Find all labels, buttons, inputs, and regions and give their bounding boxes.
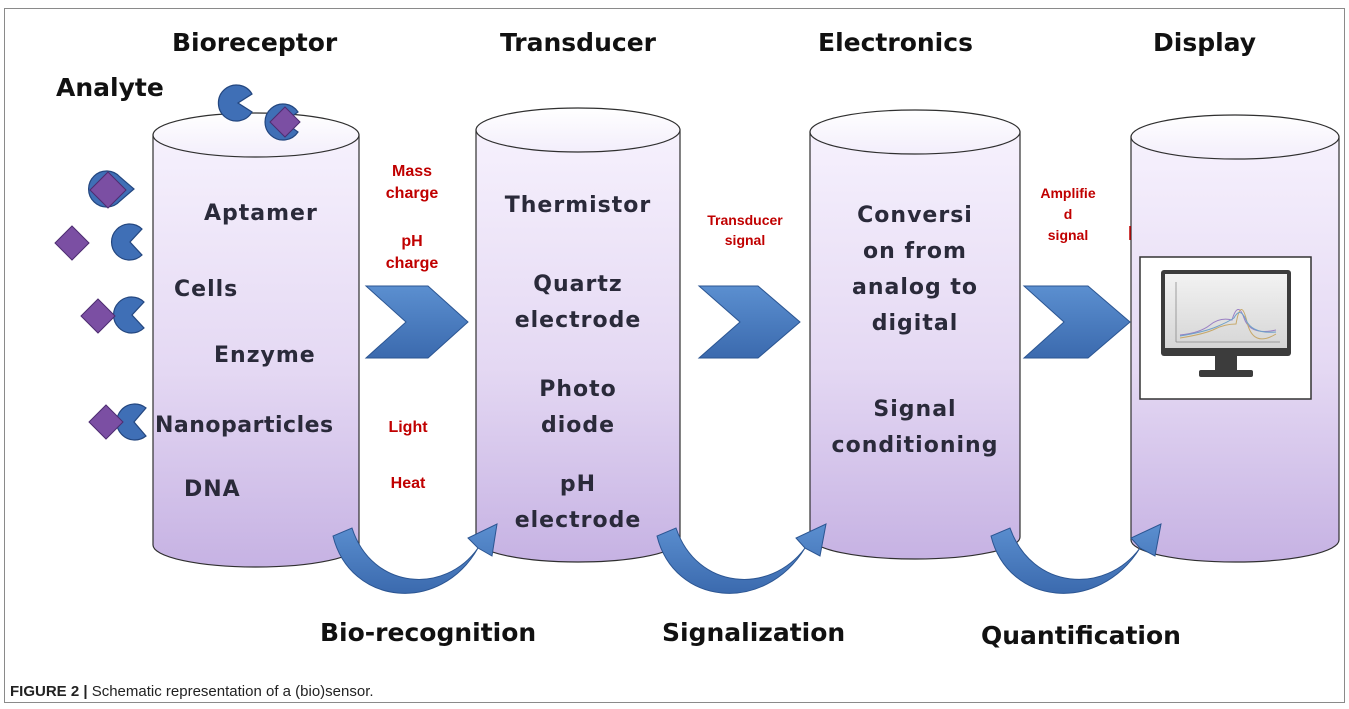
chevron-arrow-icon [697,285,801,359]
header-transducer: Transducer [500,28,657,57]
analyte-diamond-icon [88,404,124,440]
label-ph: pH [401,233,422,250]
monitor-icon [1139,256,1312,400]
header-electronics: Electronics [818,28,973,57]
label-transducer: Transducer [707,212,783,228]
header-bioreceptor: Bioreceptor [172,28,338,57]
label-light: Light [388,419,428,436]
curved-arrow-icon [656,523,827,594]
transducer-item-photo: Photo [539,377,617,402]
caption-label: FIGURE 2 | [10,683,88,700]
header-display: Display [1153,28,1256,57]
label-mass: Mass [392,163,432,180]
electronics-item-conditioning: conditioning [832,433,999,458]
bioreceptor-item-enzyme: Enzyme [214,343,316,368]
receptor-icon [112,296,145,334]
bioreceptor-item-dna: DNA [184,477,241,502]
bioreceptor-item-nanoparticles: Nanoparticles [155,413,334,438]
transducer-item-ph: pH [560,472,596,497]
chart-thumbnail-icon [1175,282,1280,343]
analyte-receptor-group [54,84,301,441]
figure-caption: FIGURE 2 | Schematic representation of a… [10,683,374,700]
label-amplified-2: d [1064,206,1073,222]
caption-text: Schematic representation of a (bio)senso… [87,683,374,700]
transducer-item-quartz-electrode: electrode [515,308,642,333]
transducer-item-photo-diode: diode [541,413,615,438]
label-ph-charge: charge [386,255,439,272]
electronics-item-conversion-4: digital [872,311,958,336]
analyte-diamond-icon [54,225,90,261]
analyte-diamond-icon [80,298,116,334]
analyte-diamond-icon [89,171,127,209]
chevron-arrow-icon [1022,285,1131,359]
electronics-item-conversion-1: Conversi [857,203,973,228]
step-quantification: Quantification [981,621,1181,650]
transducer-item-quartz: Quartz [533,272,622,297]
curved-arrow-icon [332,523,498,594]
bioreceptor-item-cells: Cells [174,277,238,302]
label-heat: Heat [391,475,426,492]
label-mass-charge: charge [386,185,439,202]
transducer-item-ph-electrode: electrode [515,508,642,533]
electronics-item-conversion-3: analog to [852,275,978,300]
cylinder-bioreceptor [152,112,360,568]
electronics-item-conversion-2: on from [863,239,967,264]
analyte-diamond-icon [269,106,301,138]
step-bio-recognition: Bio-recognition [320,618,536,647]
receptor-icon [217,84,253,122]
curved-arrow-icon [990,523,1162,594]
header-analyte: Analyte [56,73,164,102]
chevron-arrow-icon [364,285,469,359]
label-transducer-signal: signal [725,232,765,248]
step-signalization: Signalization [662,618,845,647]
label-amplified-1: Amplifie [1040,185,1095,201]
transducer-item-thermistor: Thermistor [505,193,651,218]
electronics-item-signal: Signal [873,397,956,422]
receptor-icon [110,223,143,261]
bioreceptor-item-aptamer: Aptamer [204,201,318,226]
label-amplified-signal: signal [1048,227,1088,243]
